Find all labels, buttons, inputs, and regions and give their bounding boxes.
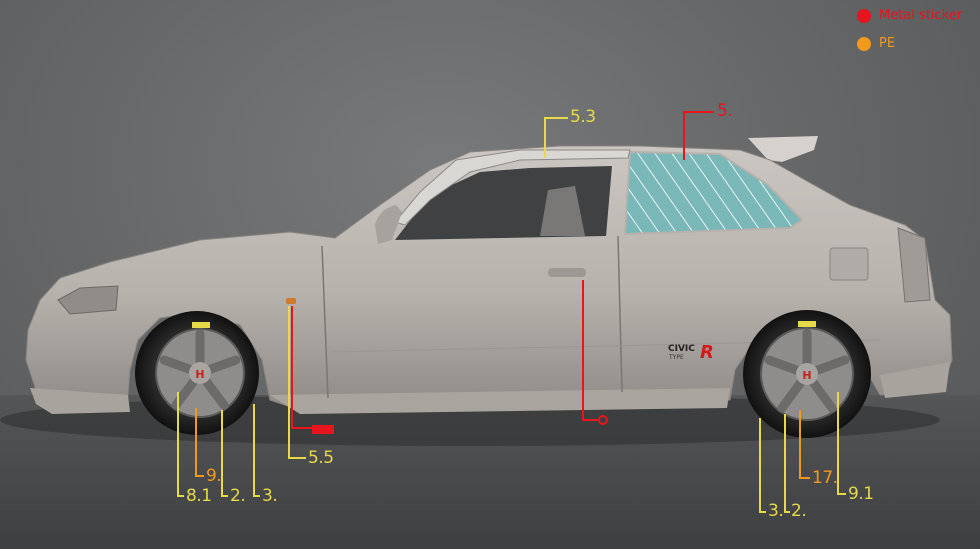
leader-front-9 [195,408,204,477]
badge-type: TYPE [668,354,684,361]
legend-metal-sticker-dot [857,8,871,23]
callout-roof-rail: 5.3 [570,107,596,127]
callout-rear-wheel-3: 3. [768,501,784,521]
door-handle-marker [598,415,608,425]
rear-wheel: H [743,310,871,438]
headlight [57,285,119,315]
callout-front-wheel-2: 2. [230,486,246,506]
rear-quarter-window [623,150,804,236]
leader-front-3 [253,404,260,497]
legend-pe: PE [857,36,895,51]
leader-door-handle [582,280,600,421]
front-lip [30,388,130,414]
badge-civic: CIVIC [668,344,695,354]
leader-front-2 [221,410,228,497]
side-marker-light [286,298,296,304]
callout-rear-wheel-17: 17. [812,468,838,488]
legend-pe-label: PE [879,36,896,51]
leader-side-marker-yellow [288,306,306,459]
door-front-line [321,245,329,399]
rear-bumper [880,362,950,398]
leader-front-81 [177,392,184,497]
callout-rear-wheel-91: 9.1 [848,484,874,504]
fuel-door [829,247,869,281]
callout-front-wheel-3: 3. [262,486,278,506]
callout-rear-window: 5. [717,101,733,121]
leader-rear-17 [799,410,810,479]
leader-rear-2 [784,414,790,513]
leader-rear-91 [837,392,846,495]
side-marker-sticker [312,425,334,434]
leader-roof-rail [544,117,568,158]
door-handle [548,268,586,277]
callout-side-marker: 5.5 [308,448,334,468]
roof-rail [394,149,631,226]
leader-rear-window [683,111,714,160]
legend-metal-sticker-label: Metal sticker [879,8,963,23]
rear-wheel-emblem: H [802,369,811,382]
legend-metal-sticker: Metal sticker [857,8,962,23]
front-wheel-emblem: H [195,368,204,381]
side-mirror [375,205,402,244]
callout-front-wheel-9: 9. [206,466,222,486]
legend-pe-dot [857,36,871,51]
side-skirt [270,388,730,414]
taillight [897,227,931,303]
door-rear-line [617,235,623,393]
badge-r: R [700,342,714,363]
callout-rear-wheel-2: 2. [791,501,807,521]
seat [540,186,585,236]
leader-side-marker-red [291,306,312,429]
rear-spoiler [748,136,818,162]
leader-rear-3 [759,418,766,513]
callout-front-wheel-81: 8.1 [186,486,212,506]
